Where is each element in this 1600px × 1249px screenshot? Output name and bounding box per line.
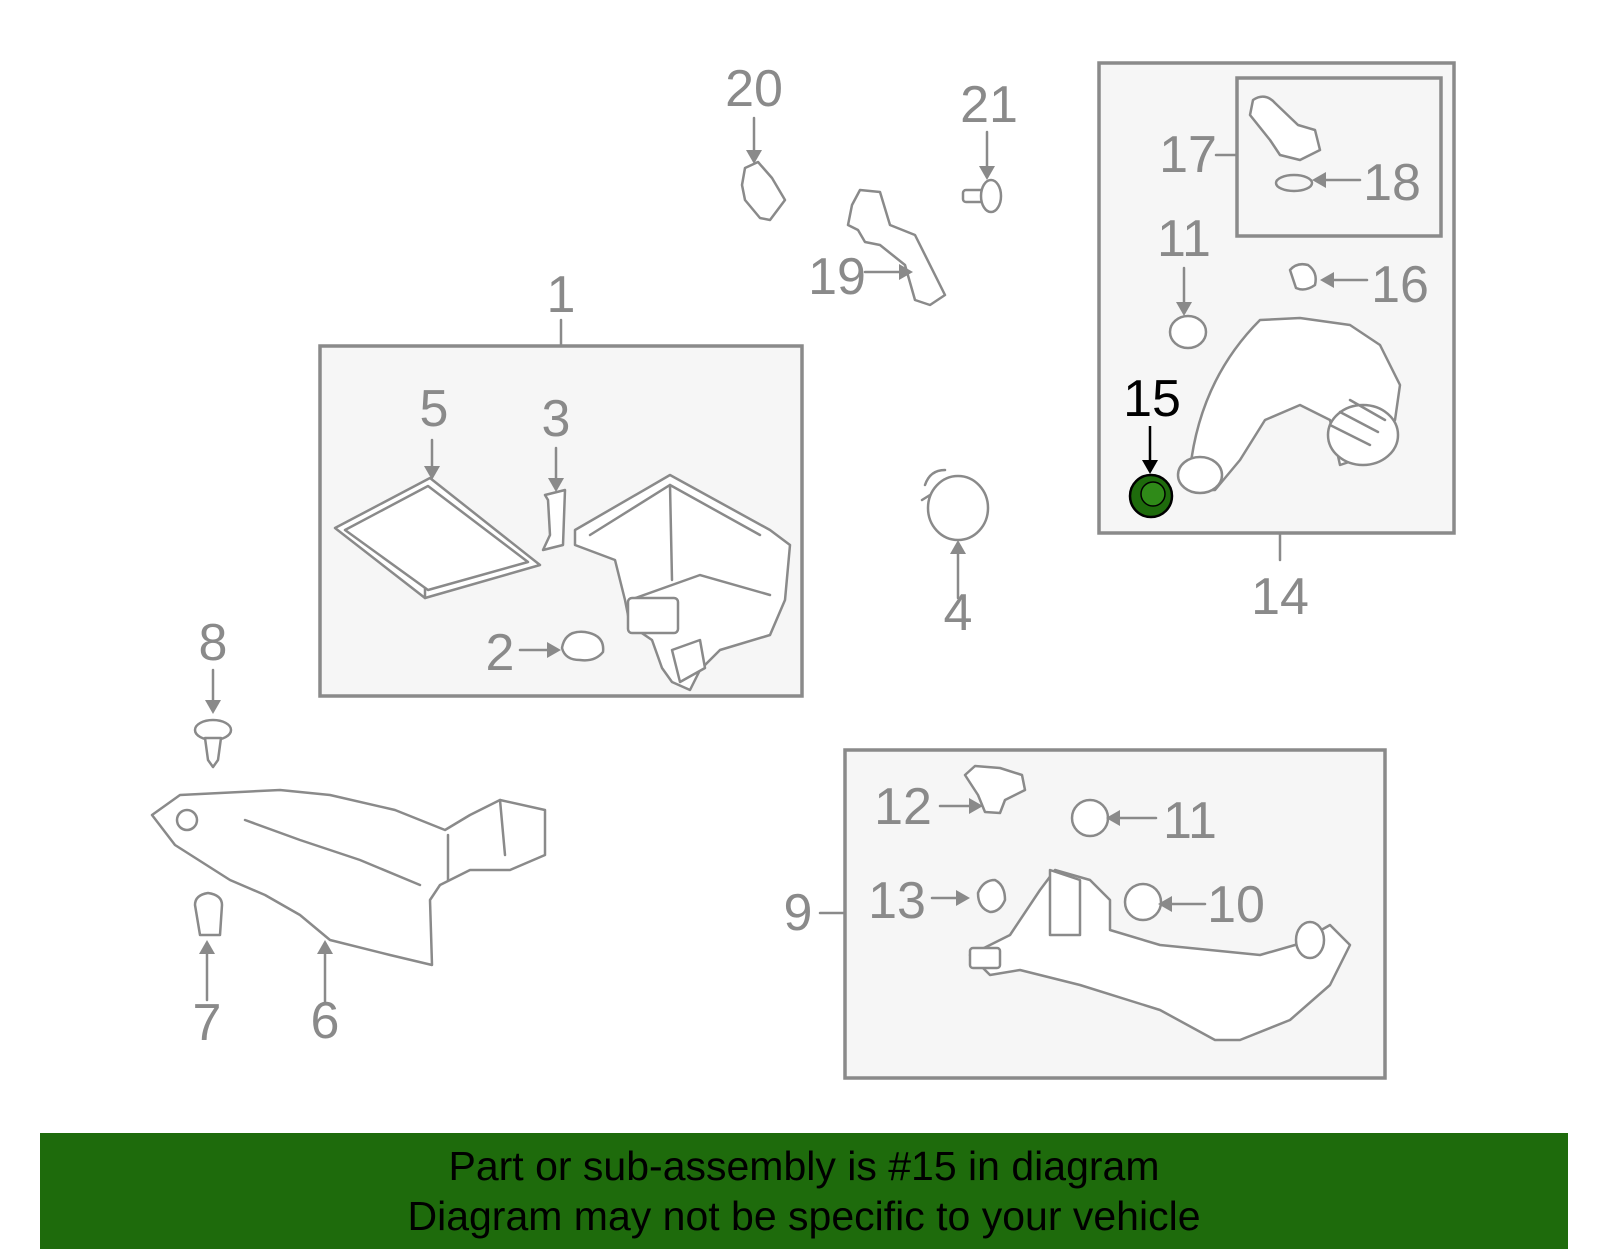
callout-11-a: 11 (1157, 210, 1211, 268)
callout-17: 17 (1159, 126, 1217, 184)
callout-6: 6 (311, 992, 340, 1050)
callout-15: 15 (1123, 370, 1181, 428)
clip-part-3 (541, 488, 567, 552)
hose-clamp-part-4 (920, 468, 990, 542)
nut-part-16 (1288, 262, 1317, 291)
info-banner: Part or sub-assembly is #15 in diagram D… (40, 1133, 1568, 1249)
callout-20: 20 (725, 60, 783, 118)
callout-4: 4 (944, 584, 973, 642)
intake-hose-part-14 (1176, 316, 1402, 495)
grommet-part-2 (560, 630, 605, 662)
seal-part-15 (1128, 473, 1174, 519)
callout-18: 18 (1363, 154, 1421, 212)
callout-9: 9 (784, 884, 813, 942)
callout-13: 13 (868, 872, 926, 930)
grommet-part-11-a (1168, 314, 1208, 350)
banner-line-part-number: Part or sub-assembly is #15 in diagram (448, 1143, 1160, 1189)
callout-21: 21 (960, 76, 1018, 134)
callout-12: 12 (874, 778, 932, 836)
callout-3: 3 (542, 390, 571, 448)
nut-part-13 (976, 878, 1007, 914)
bracket-part-19 (846, 188, 947, 307)
callout-arrows (199, 116, 1369, 1004)
intake-pipe-part-9 (968, 868, 1352, 1042)
callout-1: 1 (547, 266, 576, 324)
air-cleaner-housing-part-1 (573, 473, 792, 692)
pressure-sensor-part-17 (1248, 95, 1322, 162)
clip-part-12 (963, 764, 1027, 815)
sensor-part-20 (740, 160, 787, 222)
callout-19: 19 (808, 248, 866, 306)
grommet-part-10 (1123, 882, 1163, 922)
callout-2: 2 (486, 624, 515, 682)
grommet-part-11-b (1070, 798, 1110, 838)
callout-7: 7 (193, 994, 222, 1052)
o-ring-part-18 (1274, 173, 1314, 193)
banner-line-disclaimer: Diagram may not be specific to your vehi… (407, 1193, 1201, 1239)
group-box-9 (843, 748, 1387, 1080)
callout-5: 5 (420, 380, 449, 438)
callout-11-b: 11 (1163, 792, 1217, 850)
bolt-part-21 (961, 178, 1003, 214)
air-duct-part-6 (150, 788, 547, 967)
callout-14: 14 (1251, 568, 1309, 626)
callout-8: 8 (199, 614, 228, 672)
push-pin-part-7 (193, 891, 224, 937)
air-filter-part-5 (333, 476, 542, 600)
callout-16: 16 (1371, 256, 1429, 314)
push-pin-part-8 (193, 718, 233, 769)
callout-10: 10 (1207, 876, 1265, 934)
